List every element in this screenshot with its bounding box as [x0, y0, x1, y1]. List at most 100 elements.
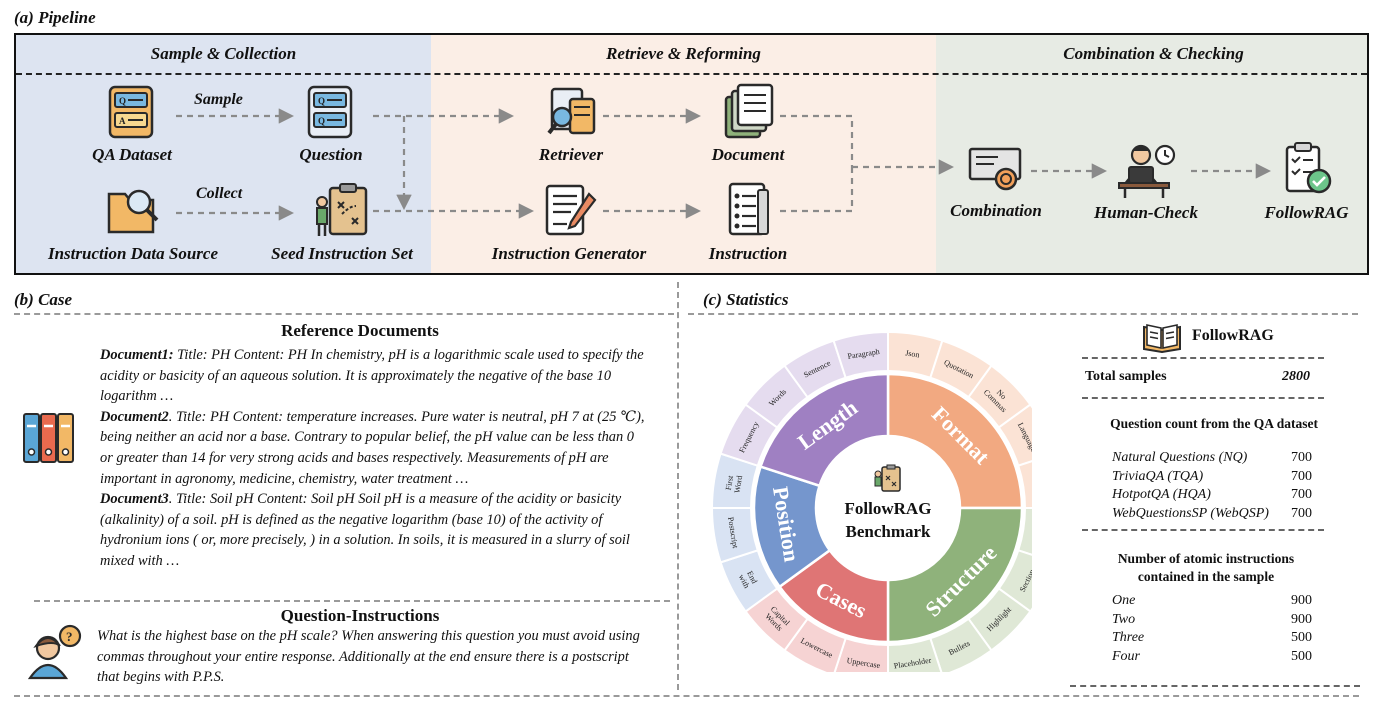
- atomic-instruction-row-label: Four: [1112, 648, 1140, 664]
- document-3: Document3. Title: Soil pH Content: Soil …: [100, 491, 630, 569]
- qa-dataset-row-value: 700: [1291, 505, 1312, 521]
- clipboard-plan-icon: [316, 183, 368, 236]
- node-document: Document: [688, 83, 808, 165]
- inner-segment-structure: [886, 506, 1024, 644]
- outer-label: FirstWord: [724, 474, 745, 494]
- pen-document-icon: [545, 184, 597, 236]
- qa-card-icon: Q A: [108, 85, 154, 139]
- svg-text:Q: Q: [318, 116, 325, 126]
- person-laptop-clock-icon: [1118, 144, 1176, 198]
- node-label: Retriever: [538, 145, 604, 164]
- node-human-check: Human-Check: [1076, 141, 1216, 223]
- document-label: Document3: [100, 491, 169, 508]
- case-middle-divider: [34, 600, 670, 602]
- node-label: Instruction Data Source: [47, 244, 219, 263]
- atomic-instruction-row-value: 500: [1291, 648, 1312, 664]
- node-label: Document: [711, 145, 785, 164]
- document-2: Document2. Title: PH Content: temperatur…: [100, 409, 645, 487]
- clipboard-plan-icon: [874, 464, 901, 492]
- node-instruction-data-source: Instruction Data Source: [22, 180, 244, 264]
- outer-segment: [1017, 460, 1032, 509]
- inner-segment-format: [886, 372, 1024, 510]
- followrag-wheel-chart: FormatJsonQuotationNoCommasLanguageRepea…: [712, 330, 1032, 672]
- person-question-icon: ?: [27, 624, 82, 680]
- total-samples-value: 2800: [1282, 369, 1310, 384]
- document-search-icon: [547, 87, 596, 135]
- node-label: Instruction: [708, 244, 788, 263]
- band-title: Combination & Checking: [1063, 44, 1244, 63]
- case-stats-divider: [677, 282, 679, 690]
- flow-arrows: [176, 108, 1272, 221]
- open-book-icon: [1143, 324, 1181, 353]
- stats-divider-3: [1082, 529, 1324, 531]
- qa-dataset-row: HotpotQA (HQA) 700: [1112, 487, 1312, 503]
- node-instruction-generator: Instruction Generator: [474, 180, 664, 264]
- node-question: Q Q Question: [266, 83, 396, 165]
- node-qa-dataset: Q A QA Dataset: [62, 83, 202, 165]
- document-1: Document1: Title: PH Content: PH In chem…: [100, 347, 644, 404]
- node-followrag: FollowRAG: [1249, 141, 1364, 223]
- svg-text:?: ?: [66, 629, 73, 644]
- stats-divider-4: [1070, 685, 1360, 687]
- total-samples-label: Total samples: [1085, 369, 1167, 384]
- node-seed-instruction-set: Seed Instruction Set: [252, 180, 432, 264]
- arrow-document-merge: [780, 114, 854, 167]
- reference-documents-title: Reference Documents: [281, 321, 439, 340]
- case-top-divider: [14, 313, 674, 315]
- atomic-instruction-row-value: 500: [1291, 630, 1312, 645]
- question-instructions-title: Question-Instructions: [280, 606, 440, 625]
- stats-divider-2: [1082, 397, 1324, 399]
- check-document-icon: [1285, 142, 1331, 194]
- stats-title: FollowRAG: [1192, 327, 1274, 344]
- header-divider: [16, 73, 1367, 75]
- qa-count-title: Question count from the QA dataset: [1110, 416, 1318, 431]
- node-label: Human-Check: [1094, 203, 1198, 222]
- node-label: Instruction Generator: [491, 244, 647, 263]
- node-combination: Combination: [931, 141, 1061, 221]
- svg-text:A: A: [119, 116, 126, 126]
- node-label: Question: [299, 145, 363, 164]
- checklist-icon: [728, 182, 769, 236]
- atomic-instruction-row: One 900: [1112, 593, 1312, 609]
- document-body: . Title: Soil pH Content: Soil pH Soil p…: [100, 491, 630, 569]
- atomic-instruction-row: Four 500: [1112, 649, 1312, 665]
- atomic-title-line-1: Number of atomic instructions: [1117, 551, 1295, 566]
- atomic-instruction-row-label: Two: [1112, 611, 1136, 627]
- certificate-icon: [968, 147, 1022, 191]
- node-instruction: Instruction: [688, 180, 808, 264]
- qa-dataset-row-value: 700: [1291, 468, 1312, 484]
- svg-text:Q: Q: [318, 96, 325, 106]
- atomic-title-line-2: contained in the sample: [1137, 569, 1275, 584]
- qa-dataset-row: TriviaQA (TQA)700: [1112, 469, 1312, 485]
- outer-segment: [997, 403, 1032, 467]
- outer-segment: [832, 330, 889, 379]
- question-instructions-text: What is the highest base on the pH scale…: [97, 628, 640, 686]
- qa-dataset-row-value: 700: [1291, 450, 1312, 465]
- qa-dataset-row-value: 700: [1291, 487, 1312, 502]
- document-body: . Title: PH Content: temperature increas…: [100, 408, 645, 487]
- edge-label-collect: Collect: [196, 185, 243, 202]
- question-card-icon: Q Q: [307, 85, 353, 139]
- band-title: Retrieve & Reforming: [606, 44, 761, 63]
- qa-dataset-row: WebQuestionsSP (WebQSP)700: [1112, 506, 1312, 522]
- node-label: FollowRAG: [1264, 203, 1349, 222]
- bottom-divider: [14, 695, 1359, 697]
- reference-documents-text: Document1: Title: PH Content: PH In chem…: [100, 345, 645, 572]
- atomic-instruction-row-value: 900: [1291, 611, 1312, 627]
- band-title: Sample & Collection: [150, 44, 297, 63]
- edge-label-sample: Sample: [194, 91, 243, 108]
- folder-search-icon: [107, 189, 159, 234]
- document-stack-icon: [724, 83, 774, 139]
- atomic-instruction-row-label: One: [1112, 593, 1136, 608]
- pipeline-panel: Sample & Collection Retrieve & Reforming…: [14, 33, 1369, 275]
- stats-divider-1: [1082, 357, 1324, 359]
- atomic-instruction-row-value: 900: [1291, 593, 1312, 608]
- qa-dataset-row-label: HotpotQA (HQA): [1112, 487, 1211, 502]
- atomic-instruction-row-label: Three: [1112, 630, 1145, 645]
- inner-segment-length: [758, 372, 890, 488]
- document-body: Title: PH Content: PH In chemistry, pH i…: [100, 347, 644, 405]
- binders-icon: [23, 413, 74, 463]
- document-label: Document1:: [100, 347, 174, 363]
- atomic-instruction-row: Two 900: [1112, 612, 1312, 628]
- svg-text:Q: Q: [119, 96, 126, 106]
